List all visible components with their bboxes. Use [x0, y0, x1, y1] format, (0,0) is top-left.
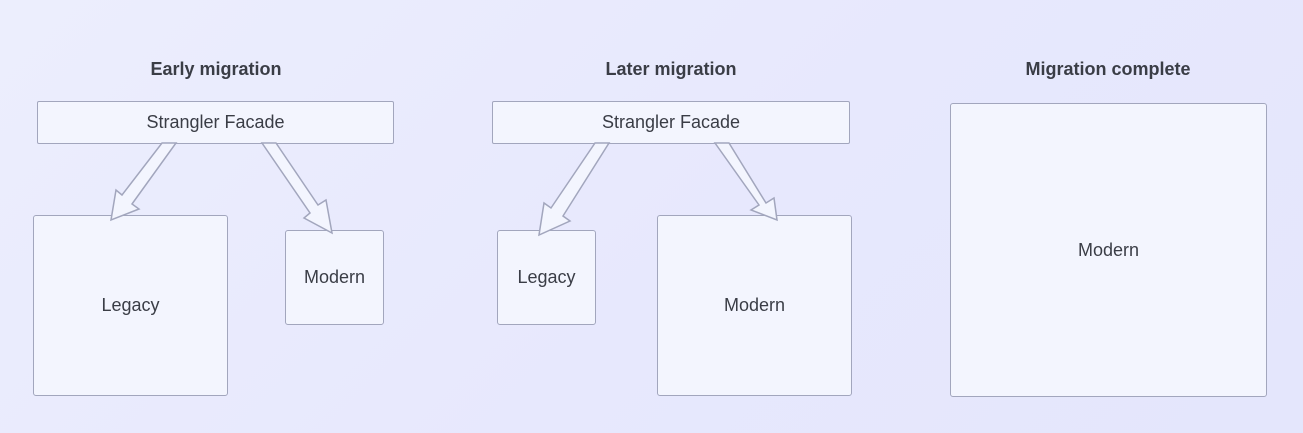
modern-box-early: Modern [285, 230, 384, 325]
arrow-facade-to-legacy-early [110, 142, 178, 222]
strangler-facade-label-early: Strangler Facade [146, 112, 285, 132]
modern-label-complete: Modern [1077, 239, 1140, 260]
modern-box-complete: Modern [950, 103, 1267, 397]
arrow-facade-to-legacy-later [538, 142, 611, 237]
modern-label-early: Modern [303, 267, 366, 287]
strangler-facade-label-later: Strangler Facade [601, 112, 741, 132]
strangler-facade-box-early: Strangler Facade [37, 101, 394, 144]
panel-title-early-migration: Early migration [150, 59, 282, 79]
legacy-label-later: Legacy [517, 267, 576, 287]
legacy-label-early: Legacy [101, 295, 160, 315]
arrow-facade-to-modern-early [260, 142, 334, 235]
modern-box-later: Modern [657, 215, 852, 396]
arrow-facade-to-modern-later [713, 142, 778, 222]
panel-title-migration-complete: Migration complete [1025, 59, 1191, 79]
strangler-facade-box-later: Strangler Facade [492, 101, 850, 144]
modern-label-later: Modern [723, 295, 786, 315]
panel-title-later-migration: Later migration [605, 59, 737, 79]
legacy-box-early: Legacy [33, 215, 228, 396]
